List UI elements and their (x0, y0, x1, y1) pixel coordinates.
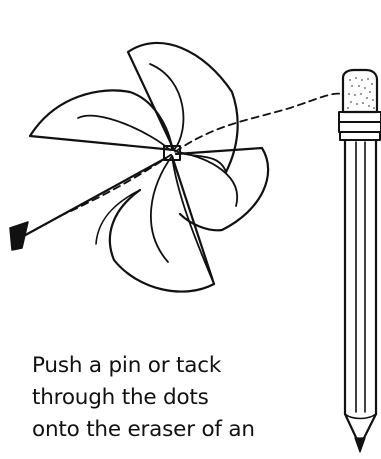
pin-icon (10, 158, 166, 250)
caption-line: Push a pin or tack (32, 350, 377, 382)
instruction-caption: Push a pin or tack through the dots onto… (32, 350, 377, 446)
caption-line: onto the eraser of an (32, 414, 377, 446)
eraser-stipple (347, 77, 375, 109)
caption-line: through the dots (32, 382, 377, 414)
pin-guide-line (60, 94, 342, 216)
